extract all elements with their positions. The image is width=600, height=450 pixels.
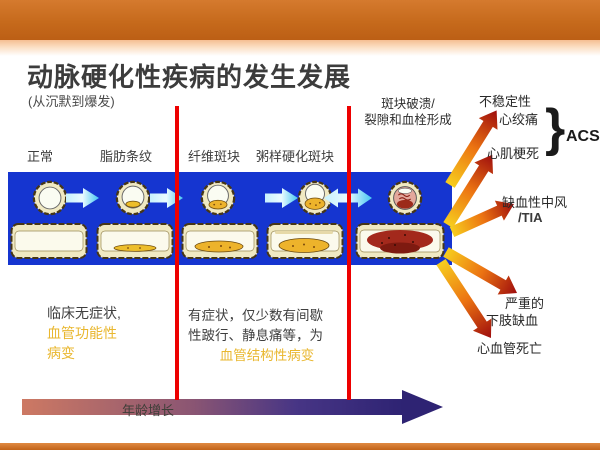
artery-cross-section-fibrous-plaque-icon [199,179,237,217]
header-gradient-strip [0,40,600,56]
page-subtitle: (从沉默到爆发) [28,94,115,109]
outcome-cv-death: 心血管死亡 [477,341,543,356]
outcome-stroke-line1: 缺血性中风 [502,195,568,210]
artery-cross-section-atheroma-icon [296,179,334,217]
header-bar [0,0,600,40]
stage-label-fibrous-plaque: 纤维斑块 [188,149,241,164]
plaque-rupture-note: 斑块破溃/ 裂隙和血栓形成 [352,96,464,128]
symptomatic-note: 有症状，仅少数有间歇 性跛行、静息痛等，为 血管结构性病变 [188,306,346,366]
outcome-stroke-line2: /TIA [518,210,543,225]
arrow-to-cv-death-icon [436,258,492,339]
artery-cross-section-normal-icon [31,179,69,217]
stage-label-fatty-streak: 脂肪条纹 [100,149,153,164]
functional-lesion-line1: 血管功能性 [47,325,117,341]
stage-label-atheroma: 粥样硬化斑块 [256,149,335,164]
artery-longitudinal-fatty-streak-icon [96,221,174,261]
age-axis-arrowhead-icon [402,390,443,424]
artery-cross-section-thrombus-icon [386,179,424,217]
progression-arrow-icon [150,187,184,209]
progression-arrow-icon [66,187,100,209]
progression-arrow-icon [265,187,299,209]
artery-longitudinal-fibrous-plaque-icon [181,221,259,261]
artery-longitudinal-atheroma-icon [266,221,344,261]
outcome-limb-ischemia-line2: 下肢缺血 [486,313,539,328]
outcome-limb-ischemia-line1: 严重的 [505,296,545,311]
age-axis-arrow-icon [22,399,403,415]
timeline-divider-2 [347,106,351,400]
plaque-rupture-line1: 斑块破溃/ [381,97,435,111]
age-axis-label: 年龄增长 [122,403,175,418]
outcome-myocardial-infarction: 心肌梗死 [487,146,540,161]
outcome-unstable-angina-line2: 心绞痛 [499,112,539,127]
symptomatic-note-line2: 性跛行、静息痛等，为 [188,328,323,343]
artery-longitudinal-thrombus-icon [355,221,445,261]
asymptomatic-note: 临床无症状, 血管功能性 病变 [47,303,121,363]
acs-brace: } [545,99,566,157]
structural-lesion-label: 血管结构性病变 [219,348,315,363]
page-title: 动脉硬化性疾病的发生发展 [27,62,352,92]
acs-label: ACS [566,128,600,145]
footer-bar [0,443,600,450]
timeline-divider-1 [175,106,179,400]
artery-longitudinal-normal-icon [10,221,88,261]
artery-cross-section-fatty-streak-icon [114,179,152,217]
outcome-unstable-angina-line1: 不稳定性 [479,94,532,109]
asymptomatic-note-line1: 临床无症状, [47,305,121,321]
symptomatic-note-line1: 有症状，仅少数有间歇 [188,308,323,323]
stage-label-normal: 正常 [27,149,54,164]
plaque-rupture-line2: 裂隙和血栓形成 [364,113,452,127]
artery-progression-banner [8,172,452,265]
functional-lesion-line2: 病变 [47,345,75,361]
